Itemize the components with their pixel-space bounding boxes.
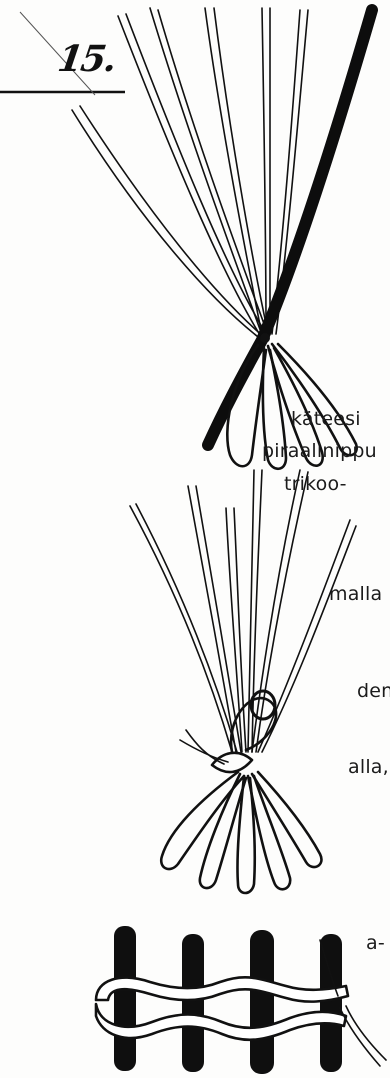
knot-illustration — [130, 470, 356, 893]
text-fragment: malla — [329, 583, 382, 605]
strand-bundle-illustration — [72, 8, 372, 469]
figure-number: 15. — [55, 38, 118, 80]
text-fragment: käteesi — [291, 408, 361, 430]
text-fragment: a- — [366, 932, 385, 954]
weave-illustration — [96, 926, 386, 1074]
text-fragment: trikoo- — [284, 473, 347, 495]
text-fragment: alla, — [348, 756, 389, 778]
text-fragment: piraalinippu — [262, 440, 377, 462]
text-fragment: den — [357, 680, 390, 702]
